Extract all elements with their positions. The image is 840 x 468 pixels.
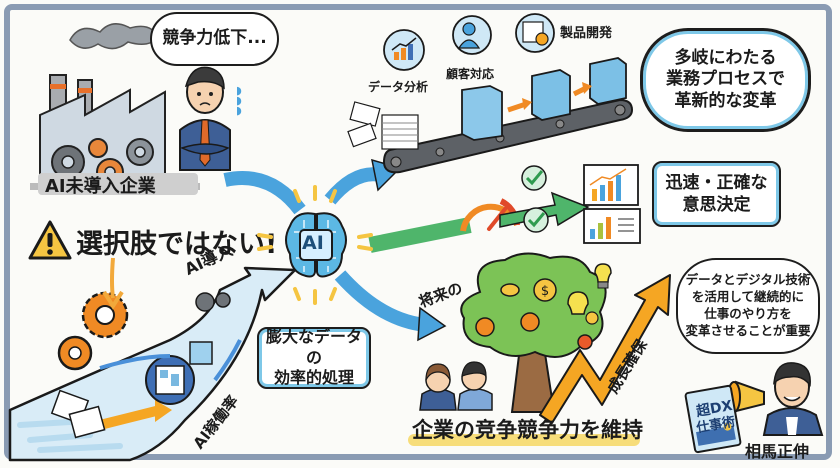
- checkmark-icon: [521, 165, 547, 191]
- decision-line1: 迅速・正確な: [665, 172, 768, 193]
- data-processing-line2: 効率的処理: [273, 368, 354, 388]
- banner-highlight: [408, 434, 640, 446]
- worried-businessman-icon: [179, 66, 231, 171]
- warning-icon: [28, 220, 72, 260]
- growth-arrow-icon: [539, 274, 671, 424]
- frame-border: [4, 4, 832, 460]
- presenter-name: 相馬正伸: [745, 442, 810, 461]
- maintain-competitiveness-banner: 企業の竞争競争力を維持: [412, 418, 643, 442]
- paper-documents-icon: [50, 389, 106, 439]
- factory-label-plate: [38, 173, 198, 195]
- customer-support-icon: [452, 15, 492, 55]
- product-dev-label: 製品開発: [560, 26, 613, 41]
- checkmark-icon: [523, 207, 549, 233]
- lightbulb-icon: [594, 263, 612, 289]
- presenter-speech-line3: 仕事のやり方を: [704, 306, 792, 321]
- ai-chip-label: AI: [302, 232, 324, 254]
- dashboard-charts-icon: [583, 164, 641, 244]
- data-processing-box: 膨大なデータの 効率的処理: [257, 327, 371, 389]
- presenter-speech-line1: データとデジタル技術: [685, 272, 811, 288]
- decision-line2: 意思決定: [682, 195, 751, 215]
- presenter-speech-line2: を活用して継続的に: [691, 289, 805, 305]
- green-arrow-icon: [499, 191, 590, 228]
- business-bubble-line3: 革新的な変革: [674, 90, 777, 111]
- svg-text:$: $: [541, 284, 549, 299]
- competitiveness-decline-speech: 競争力低下...: [150, 12, 279, 66]
- presenter-speech-bubble: データとデジタル技術 を活用して継続的に 仕事のやり方を 変革させることが重要: [676, 258, 820, 354]
- competitiveness-decline-text: 競争力低下...: [162, 28, 267, 49]
- bar-chart-icon: [383, 29, 425, 71]
- not-optional-warning: 選択肢ではない!: [76, 229, 278, 260]
- data-cubes-icon: [461, 57, 627, 141]
- presenter-speech-line4: 変革させることが重要: [685, 322, 811, 338]
- growth-tree-icon: $: [460, 252, 607, 413]
- ai-glow-rays: [257, 185, 373, 305]
- ai-brain-icon: [285, 212, 347, 278]
- down-arrow-icon: [102, 257, 124, 310]
- business-transformation-bubble: 多岐にわたる 業務プロセスで 革新的な変革: [640, 28, 811, 132]
- business-bubble-line2: 業務プロセスで: [666, 69, 785, 90]
- presenter-avatar: [762, 362, 824, 436]
- conveyor-belt-icon: [382, 98, 634, 174]
- data-analysis-label: データ分析: [368, 80, 429, 94]
- factory-label: AI未導入企業: [45, 176, 156, 197]
- happy-employees-icon: [419, 361, 493, 411]
- decision-box: 迅速・正確な 意思決定: [652, 161, 781, 227]
- paper-stack-icon: [347, 101, 419, 150]
- factory-icon: [30, 23, 200, 190]
- product-dev-icon: [515, 13, 555, 53]
- sweat-drops-icon: ◗◗◗: [236, 84, 242, 117]
- customer-support-label: 顧客対応: [446, 67, 495, 81]
- business-bubble-line1: 多岐にわたる: [674, 48, 777, 69]
- data-processing-line1: 膨大なデータの: [265, 326, 362, 367]
- book-icon: [684, 384, 742, 454]
